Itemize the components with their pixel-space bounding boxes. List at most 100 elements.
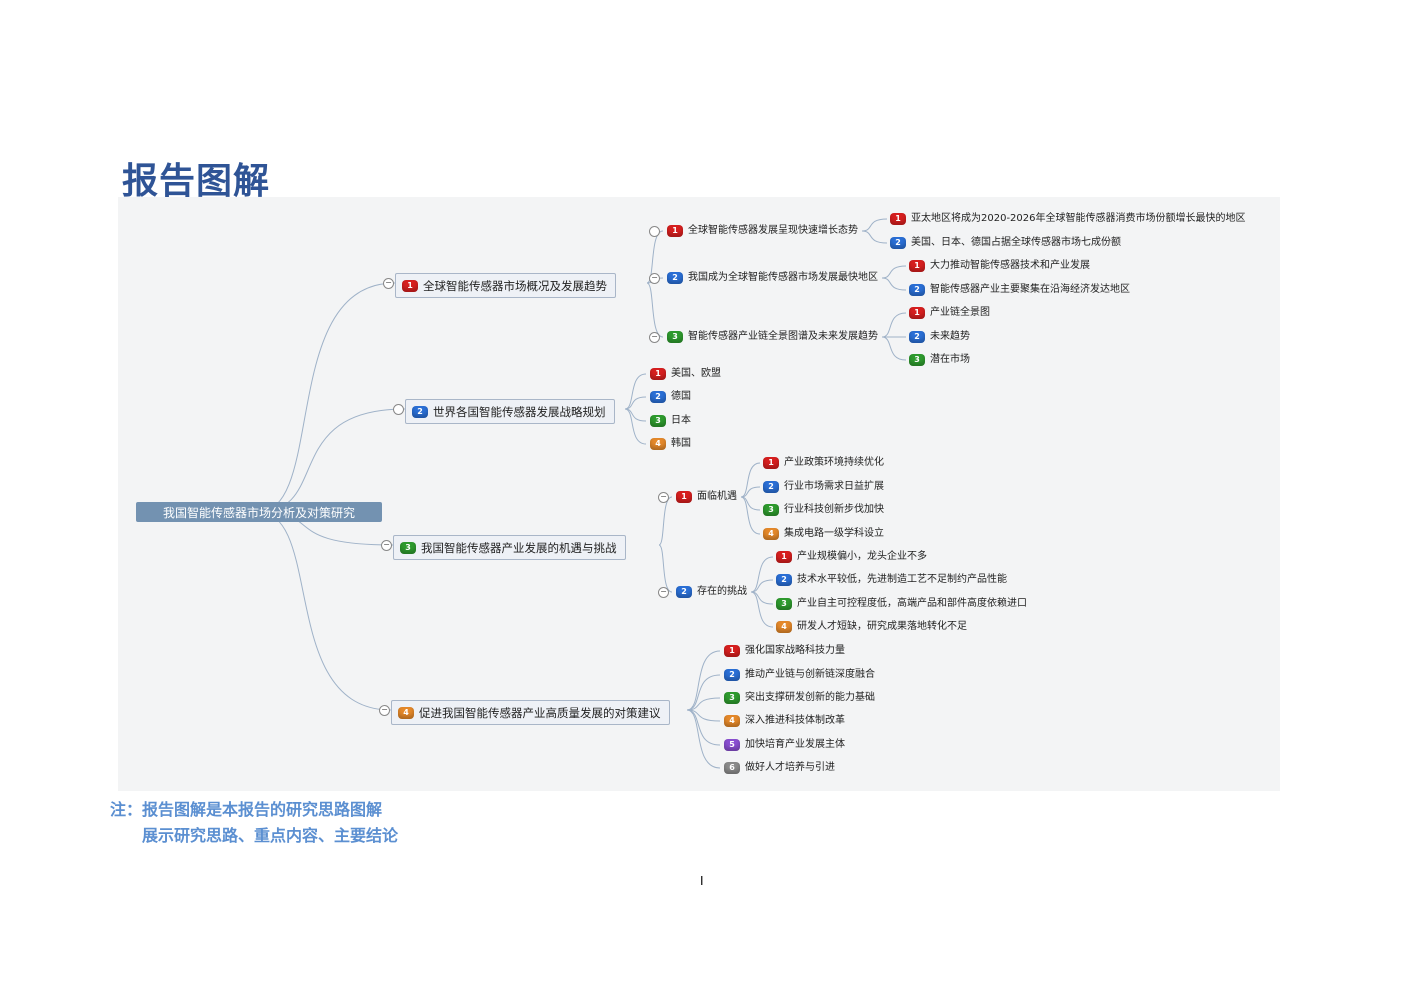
number-badge-icon: 4 <box>724 715 740 727</box>
subtopic-node[interactable]: 2 我国成为全球智能传感器市场发展最快地区 <box>667 271 878 285</box>
branch-node-3[interactable]: 3 我国智能传感器产业发展的机遇与挑战 <box>393 535 626 560</box>
branch-node-4[interactable]: 4 促进我国智能传感器产业高质量发展的对策建议 <box>391 700 670 725</box>
number-badge-icon: 1 <box>909 307 925 319</box>
node-label: 研发人才短缺，研究成果落地转化不足 <box>797 621 967 632</box>
number-badge-icon: 3 <box>667 331 683 343</box>
node-label: 突出支撑研发创新的能力基础 <box>745 692 875 703</box>
number-badge-icon: 1 <box>667 225 683 237</box>
node-label: 全球智能传感器发展呈现快速增长态势 <box>688 225 858 236</box>
collapse-toggle-icon[interactable]: − <box>649 332 660 343</box>
detail-node[interactable]: 1 亚太地区将成为2020-2026年全球智能传感器消费市场份额增长最快的地区 <box>890 212 1246 226</box>
collapse-toggle-icon[interactable]: − <box>381 540 392 551</box>
note-line-1: 注：报告图解是本报告的研究思路图解 <box>110 800 383 819</box>
node-label: 行业市场需求日益扩展 <box>784 481 884 492</box>
mindmap-root-node[interactable]: 我国智能传感器市场分析及对策研究 <box>136 502 382 522</box>
node-label: 推动产业链与创新链深度融合 <box>745 669 875 680</box>
node-label: 韩国 <box>671 438 691 449</box>
connector-line <box>257 511 392 711</box>
collapse-toggle-icon[interactable]: − <box>649 273 660 284</box>
node-label: 产业自主可控程度低，高端产品和部件高度依赖进口 <box>797 598 1027 609</box>
number-badge-icon: 1 <box>890 213 906 225</box>
connector-line <box>686 697 721 711</box>
connector-line <box>740 496 761 535</box>
connector-line <box>257 408 406 513</box>
number-badge-icon: 1 <box>676 491 692 503</box>
number-badge-icon: 1 <box>909 260 925 272</box>
node-label: 强化国家战略科技力量 <box>745 645 845 656</box>
collapse-toggle-icon[interactable]: − <box>379 705 390 716</box>
node-label: 大力推动智能传感器技术和产业发展 <box>930 260 1090 271</box>
number-badge-icon: 2 <box>676 586 692 598</box>
connector-line <box>257 282 396 513</box>
collapse-toggle-icon[interactable]: − <box>658 492 669 503</box>
node-label: 我国成为全球智能传感器市场发展最快地区 <box>688 272 878 283</box>
number-badge-icon: 3 <box>776 598 792 610</box>
connector-line <box>881 265 907 279</box>
node-label: 日本 <box>671 415 691 426</box>
number-badge-icon: 5 <box>724 739 740 751</box>
branch-node-2[interactable]: 2 世界各国智能传感器发展战略规划 <box>405 399 615 424</box>
node-label: 存在的挑战 <box>697 586 747 597</box>
connector-line <box>861 230 888 244</box>
node-label: 全球智能传感器市场概况及发展趋势 <box>423 278 607 293</box>
node-label: 美国、欧盟 <box>671 368 721 379</box>
node-label: 做好人才培养与引进 <box>745 762 835 773</box>
subtopic-node[interactable]: 1 全球智能传感器发展呈现快速增长态势 <box>667 224 858 238</box>
detail-node[interactable]: 1 大力推动智能传感器技术和产业发展 <box>909 259 1090 273</box>
node-label: 亚太地区将成为2020-2026年全球智能传感器消费市场份额增长最快的地区 <box>911 213 1246 224</box>
collapse-toggle-icon[interactable]: − <box>383 278 394 289</box>
node-label: 产业政策环境持续优化 <box>784 457 884 468</box>
detail-node[interactable]: 3 产业自主可控程度低，高端产品和部件高度依赖进口 <box>776 597 1027 611</box>
number-badge-icon: 4 <box>398 706 414 719</box>
connector-line <box>658 544 673 593</box>
number-badge-icon: 3 <box>763 504 779 516</box>
node-label: 行业科技创新步伐加快 <box>784 504 884 515</box>
node-label: 智能传感器产业主要聚集在沿海经济发达地区 <box>930 284 1130 295</box>
number-badge-icon: 6 <box>724 762 740 774</box>
number-badge-icon: 2 <box>909 331 925 343</box>
expand-toggle-icon[interactable] <box>649 226 660 237</box>
subtopic-node[interactable]: 6 做好人才培养与引进 <box>724 761 835 775</box>
node-label: 世界各国智能传感器发展战略规划 <box>433 404 606 419</box>
subtopic-node[interactable]: 2 存在的挑战 <box>676 585 747 599</box>
number-badge-icon: 2 <box>667 272 683 284</box>
number-badge-icon: 3 <box>400 541 416 554</box>
node-label: 促进我国智能传感器产业高质量发展的对策建议 <box>419 705 661 720</box>
number-badge-icon: 2 <box>412 405 428 418</box>
detail-node[interactable]: 3 行业科技创新步伐加快 <box>763 503 884 517</box>
expand-toggle-icon[interactable] <box>393 404 404 415</box>
collapse-toggle-icon[interactable]: − <box>658 587 669 598</box>
node-label: 我国智能传感器产业发展的机遇与挑战 <box>421 540 617 555</box>
connector-line <box>861 218 888 232</box>
number-badge-icon: 3 <box>724 692 740 704</box>
connector-line <box>686 709 721 769</box>
connector-line <box>658 496 673 546</box>
number-badge-icon: 2 <box>776 574 792 586</box>
connector-line <box>881 336 907 361</box>
subtopic-node[interactable]: 3 突出支撑研发创新的能力基础 <box>724 691 875 705</box>
node-label: 德国 <box>671 391 691 402</box>
connector-line <box>624 373 647 410</box>
